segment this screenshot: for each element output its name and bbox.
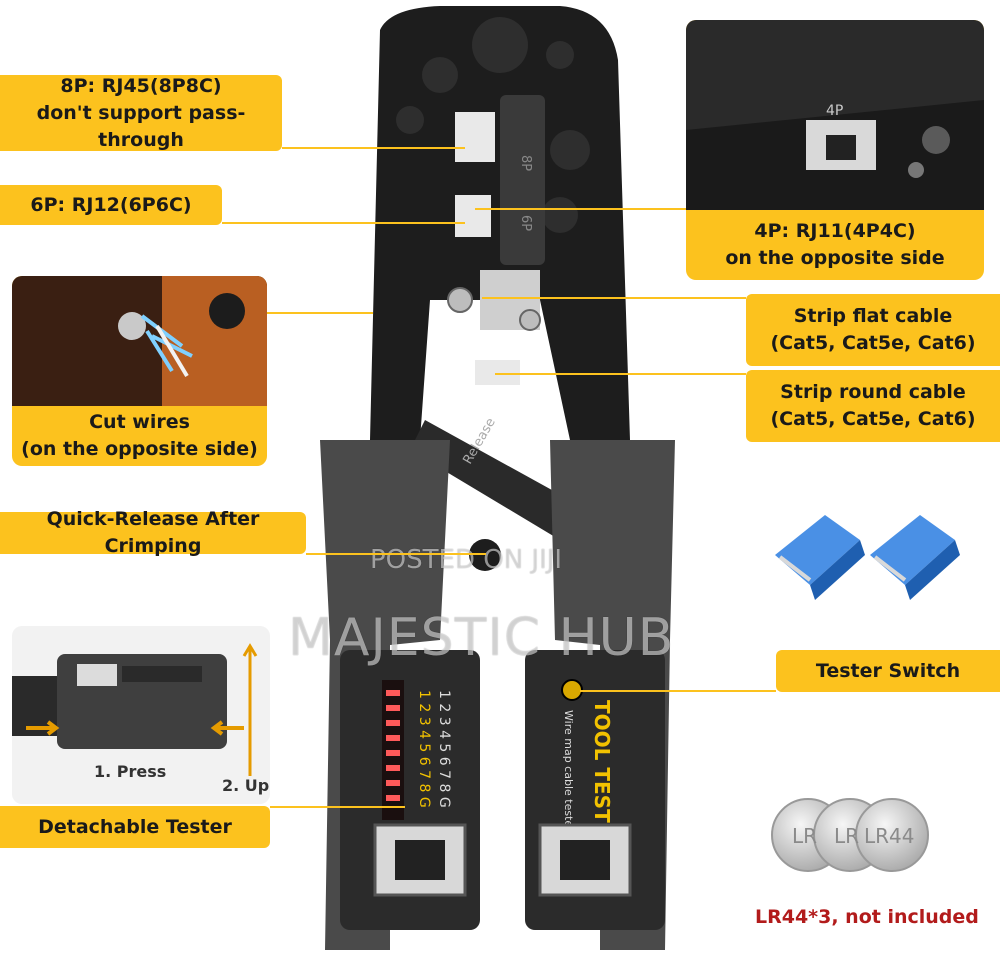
stripper-screw [447,287,473,313]
tester-press-text: 1. Press [94,762,167,781]
leader-strip-round [495,373,746,375]
leader-tester-switch [580,690,776,692]
tester-leds [382,680,404,820]
label-cut-line1: Cut wires [89,411,190,433]
rj11-photo: 4P 4P: RJ11(4P4C) on the opposite side [686,20,984,280]
rj45-connector-2 [870,515,960,600]
leader-rj12 [222,222,465,224]
tester-led-numbers-left: 1 2 3 4 5 6 7 8 G [416,690,432,808]
leader-rj11 [475,208,686,210]
leader-quick-release [306,553,486,555]
arrow-up [242,643,258,776]
label-strip-round: Strip round cable (Cat5, Cat5e, Cat6) [746,370,1000,442]
battery-coin-2-text: LR [834,824,859,848]
label-quick-release: Quick-Release After Crimping [0,508,306,557]
label-strip-round-line2: (Cat5, Cat5e, Cat6) [770,408,976,430]
rj11-side-image: 4P [686,20,984,210]
label-rj45-line2: don't support pass-through [36,101,246,151]
cut-wires-image [12,276,267,406]
release-lever [410,420,570,540]
tester-subtitle: Wire map cable tester [562,710,575,832]
tester-brand: TOOL TEST [590,700,614,823]
jaw-bolt [542,197,578,233]
die-block [500,95,545,265]
battery-coin-3-text: LR44 [864,824,915,848]
label-rj11-line2: on the opposite side [725,247,945,269]
leader-rj45 [282,147,465,149]
jaw-bolt [396,106,424,134]
release-pivot [469,539,501,571]
battery-coin-1-text: LR [792,824,817,848]
arrow-press [26,720,60,736]
die-6p-slot [455,195,491,237]
jaw-bolt [546,41,574,69]
label-rj12-text: 6P: RJ12(6P6C) [30,193,192,216]
label-detachable-text: Detachable Tester [38,815,232,838]
tester-side-image [12,643,258,776]
detachable-tester-photo: 1. Press 2. Up [12,626,270,804]
label-rj45-line1: 8P: RJ45(8P8C) [60,74,222,97]
leader-cut [267,312,373,314]
lr44-batteries-image: LR LR LR44 [771,798,929,872]
rj45-connector-1 [775,515,865,600]
stripper-round [475,360,520,385]
die-4p-text: 4P [826,103,843,119]
label-cut-line2: (on the opposite side) [21,438,258,460]
label-quick-release-text: Quick-Release After Crimping [46,508,260,557]
die-6p-text: 6P [518,215,533,231]
jaw-bolt [550,130,590,170]
battery-note: LR44*3, not included [755,906,979,928]
battery-coin-3 [855,798,929,872]
cut-wires-photo: Cut wires (on the opposite side) [12,276,267,466]
tester-up-text: 2. Up [222,776,270,795]
label-rj12: 6P: RJ12(6P6C) [0,185,222,225]
arrow-left [210,720,244,736]
die-8p-text: 8P [518,155,533,171]
label-tester-switch-text: Tester Switch [815,659,961,682]
leader-strip-flat [482,297,746,299]
label-strip-round-line1: Strip round cable [780,381,966,403]
jaw-bolt [422,57,458,93]
label-strip-flat-line1: Strip flat cable [793,305,953,327]
label-rj11-line1: 4P: RJ11(4P4C) [754,220,916,242]
crimping-tool-illustration: 8P 6P Release 1 2 3 4 5 6 7 8 G 1 2 3 4 … [320,6,675,950]
label-strip-flat: Strip flat cable (Cat5, Cat5e, Cat6) [746,294,1000,366]
tester-switch-button [561,679,583,701]
watermark-posted: POSTED ON JIJI [370,545,563,575]
label-detachable: Detachable Tester [0,806,270,848]
label-strip-flat-line2: (Cat5, Cat5e, Cat6) [770,332,976,354]
watermark-brand: MAJESTIC HUB [288,608,675,668]
label-tester-switch: Tester Switch [776,650,1000,692]
leader-detachable [270,806,405,808]
label-rj45: 8P: RJ45(8P8C) don't support pass-throug… [0,75,282,151]
tester-led-numbers-right: 1 2 3 4 5 6 7 8 G [436,690,452,808]
jaw-bolt [472,17,528,73]
die-8p-slot [455,112,495,162]
rj45-connectors-image [775,515,960,600]
stripper-screw [519,309,541,331]
